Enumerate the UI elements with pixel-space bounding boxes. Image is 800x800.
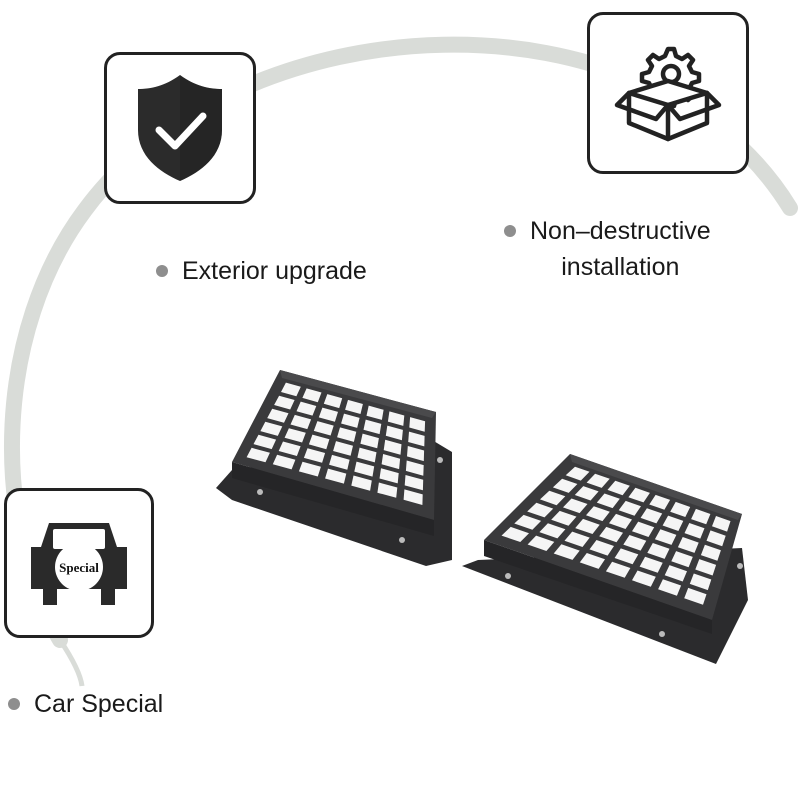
gear-box-icon (614, 46, 722, 142)
right-vent-grille (462, 454, 748, 664)
feature-label-line2: installation (561, 253, 680, 281)
left-vent-grille (216, 370, 452, 566)
feature-exterior-upgrade: Exterior upgrade (156, 253, 367, 289)
shield-check-icon (138, 75, 222, 181)
bullet-dot (8, 698, 20, 710)
shield-icon-box (104, 52, 256, 204)
special-badge-text: Special (59, 560, 99, 575)
car-front-icon: Special (31, 523, 127, 605)
gear-box-icon-box (587, 12, 749, 174)
feature-label-line1: Non–destructive (530, 217, 711, 245)
car-icon-box: Special (4, 488, 154, 638)
bullet-dot (504, 225, 516, 237)
feature-label: Car Special (34, 690, 164, 718)
feature-car-special: Car Special (8, 686, 163, 722)
feature-label: Exterior upgrade (182, 257, 367, 285)
bullet-dot (156, 265, 168, 277)
feature-non-destructive-installation: Non–destructive installation (504, 213, 711, 285)
